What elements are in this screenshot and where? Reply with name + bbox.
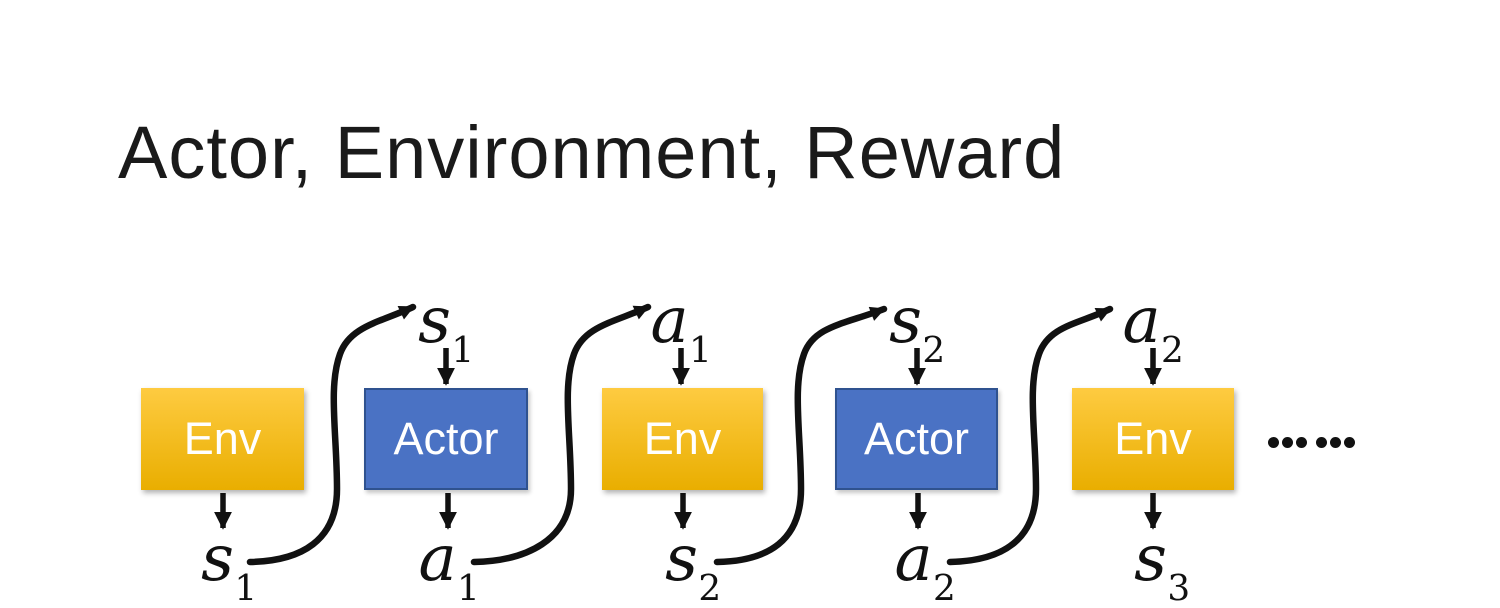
actor-box-2-label: Actor xyxy=(863,413,970,464)
top-label-a2-base: a xyxy=(1122,284,1161,358)
bottom-label-s1-sub: 1 xyxy=(234,568,258,608)
env-box-2: Env xyxy=(602,388,763,490)
top-label-a1: a1 xyxy=(651,289,712,369)
dot xyxy=(1330,437,1341,448)
env-box-2-label: Env xyxy=(643,413,722,464)
ellipsis-dots xyxy=(1268,437,1358,448)
connector-s1-to-actor1 xyxy=(246,303,417,566)
dot xyxy=(1316,437,1327,448)
connector-s2-to-actor2 xyxy=(713,305,888,566)
slide-title: Actor, Environment, Reward xyxy=(118,111,1066,194)
bottom-label-s3-base: s xyxy=(1134,522,1168,596)
bottom-label-s2-sub: 2 xyxy=(698,568,722,608)
top-label-s1: s1 xyxy=(418,289,474,369)
top-label-a2-sub: 2 xyxy=(1161,330,1184,372)
bottom-label-a2-sub: 2 xyxy=(933,568,956,608)
bottom-label-a1-base: a xyxy=(418,522,457,596)
env-box-3: Env xyxy=(1072,388,1234,490)
bottom-label-s2: s2 xyxy=(665,527,721,607)
actor-box-1: Actor xyxy=(364,388,528,490)
top-label-s2: s2 xyxy=(889,289,945,369)
top-label-s1-sub: 1 xyxy=(451,330,475,372)
top-label-a2: a2 xyxy=(1123,289,1184,369)
top-label-s2-base: s xyxy=(889,284,923,358)
dot xyxy=(1268,437,1279,448)
bottom-label-a1: a1 xyxy=(419,527,480,607)
bottom-label-s1: s1 xyxy=(201,527,257,607)
bottom-label-a1-sub: 1 xyxy=(457,568,480,608)
top-label-a1-base: a xyxy=(650,284,689,358)
top-label-a1-sub: 1 xyxy=(689,330,712,372)
env-box-1-label: Env xyxy=(183,413,262,464)
dot xyxy=(1296,437,1307,448)
bottom-label-s3-sub: 3 xyxy=(1167,568,1191,608)
bottom-label-s3: s3 xyxy=(1134,527,1190,607)
connector-a2-to-env3 xyxy=(946,305,1114,566)
env-box-1: Env xyxy=(141,388,304,490)
bottom-label-s2-base: s xyxy=(665,522,699,596)
bottom-label-a2: a2 xyxy=(895,527,956,607)
env-box-3-label: Env xyxy=(1114,413,1192,464)
actor-box-2: Actor xyxy=(835,388,998,490)
connector-a1-to-env2 xyxy=(470,303,652,566)
bottom-label-s1-base: s xyxy=(201,522,235,596)
dot xyxy=(1344,437,1355,448)
bottom-label-a2-base: a xyxy=(894,522,933,596)
dot xyxy=(1282,437,1293,448)
actor-box-1-label: Actor xyxy=(393,413,499,464)
top-label-s2-sub: 2 xyxy=(922,330,946,372)
top-label-s1-base: s xyxy=(418,284,452,358)
